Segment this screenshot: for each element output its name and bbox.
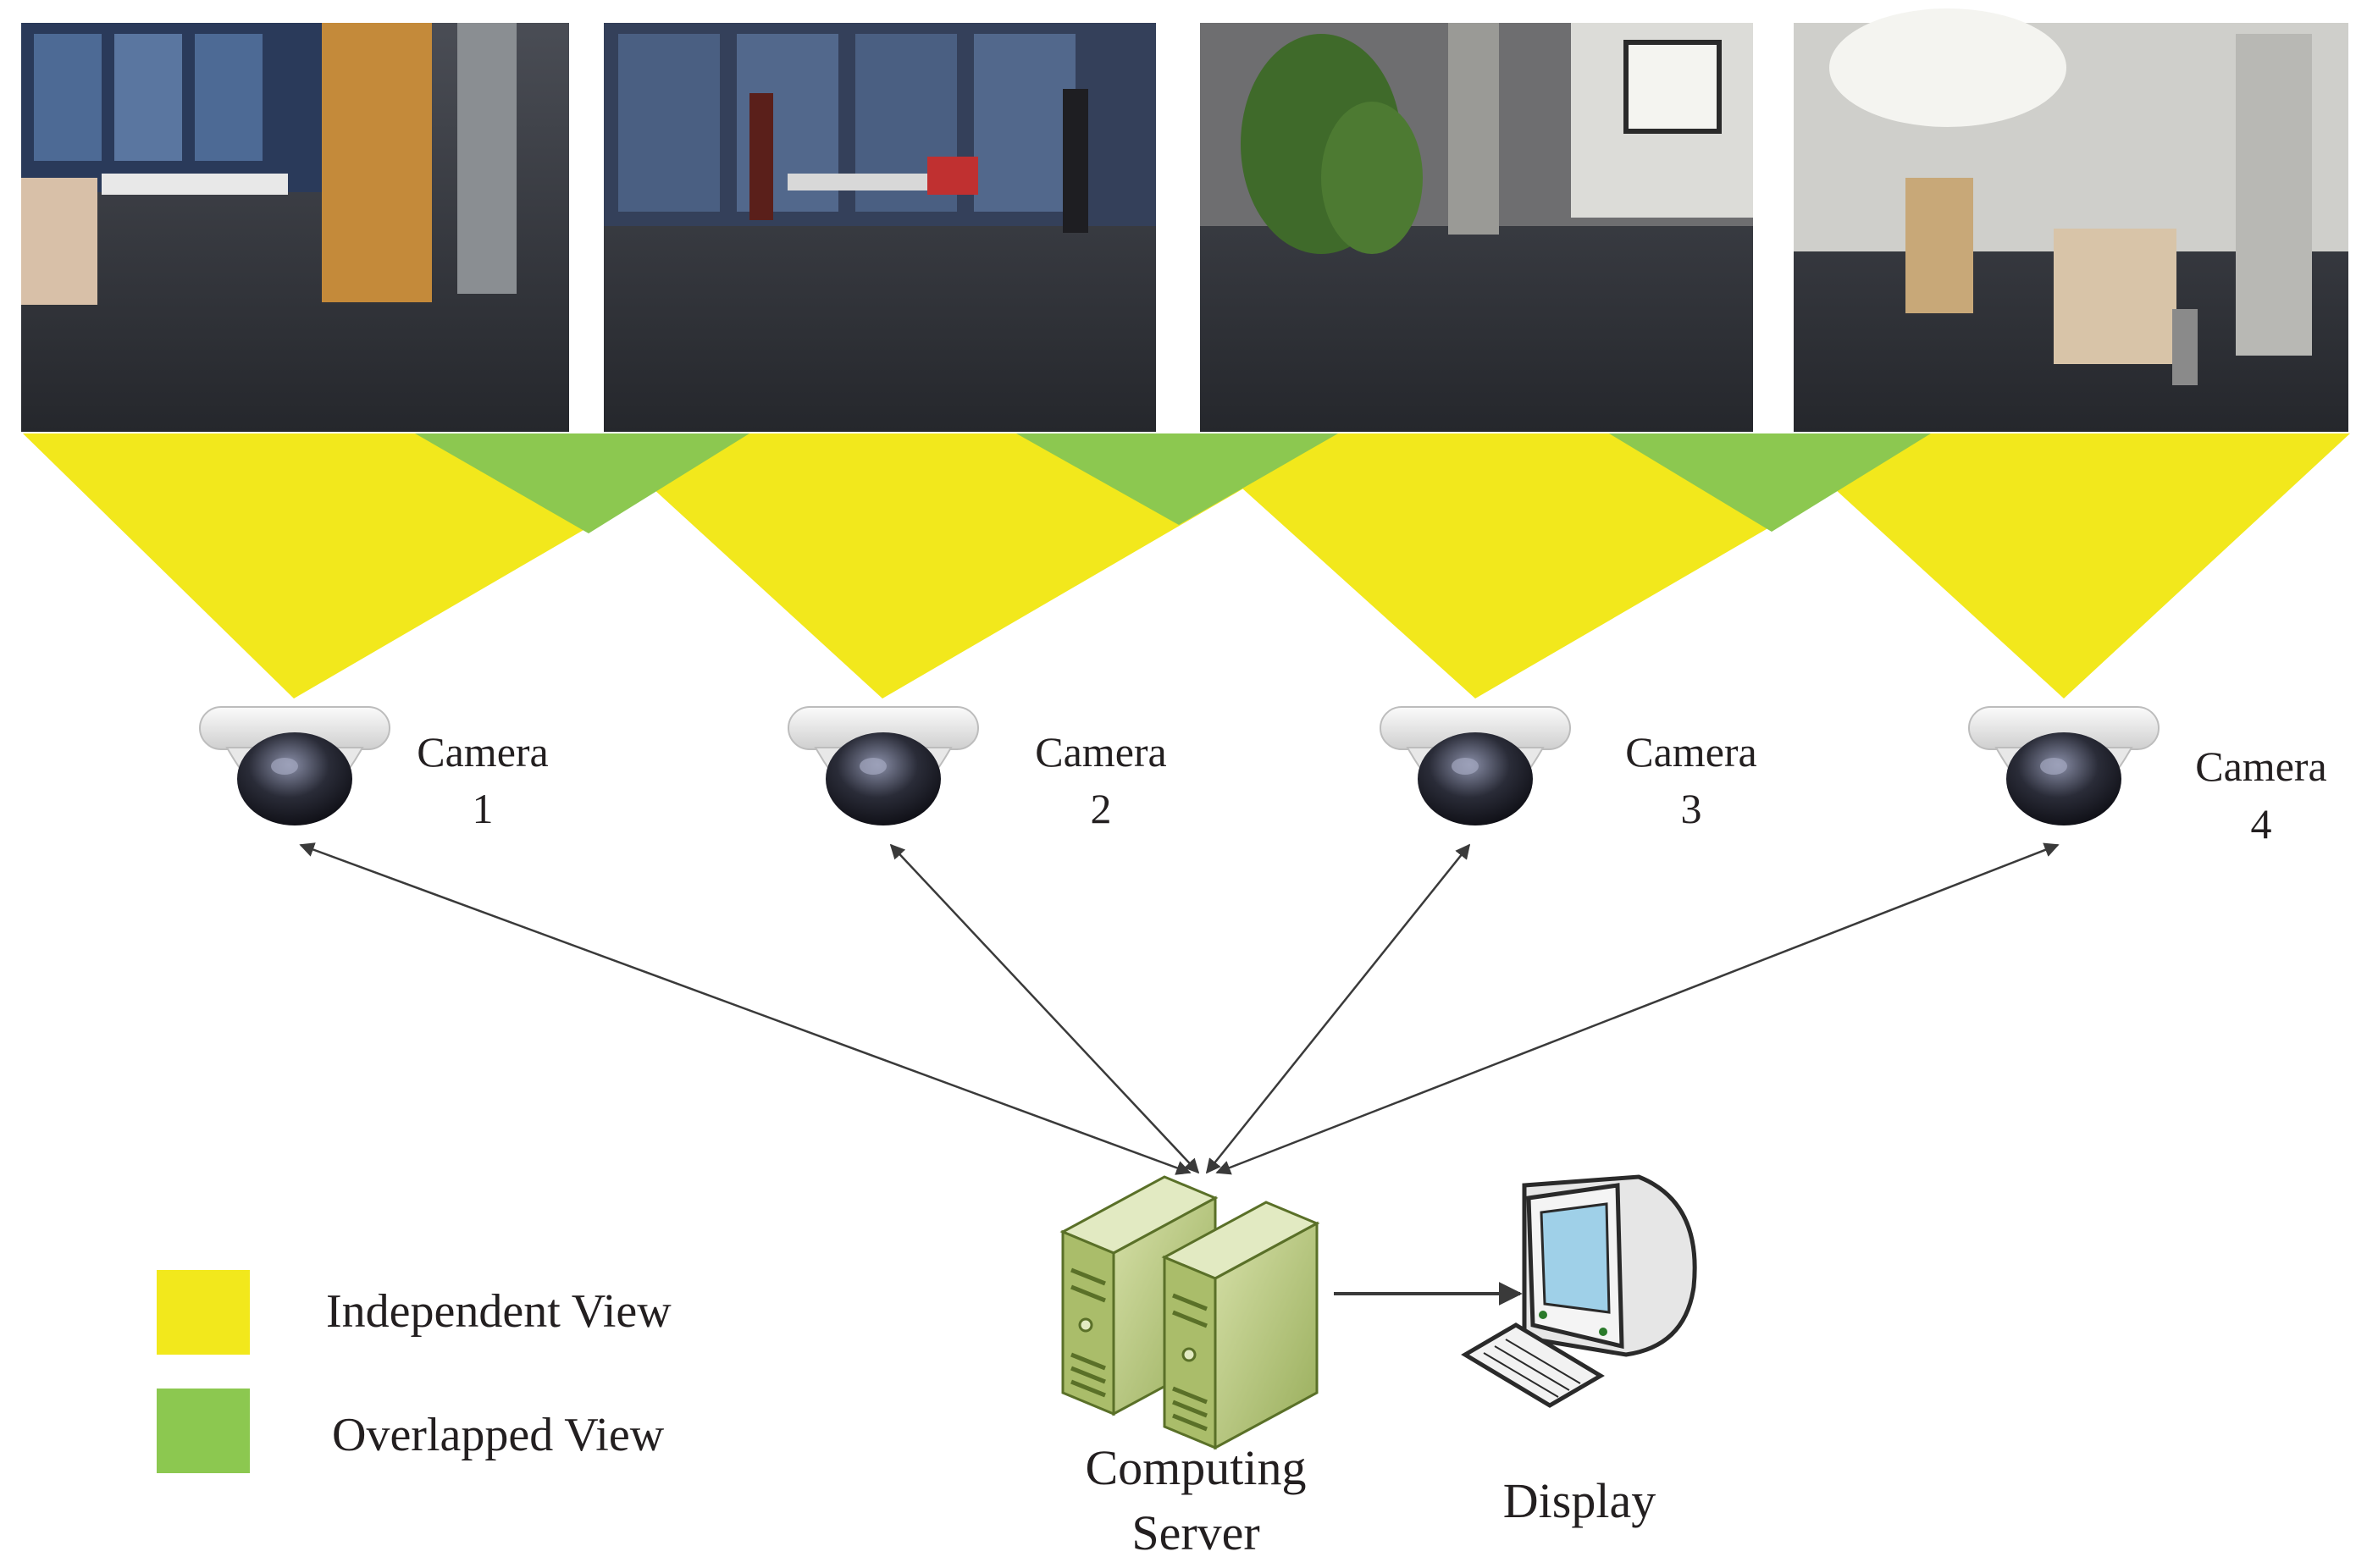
legend-label-independent: Independent View [326, 1285, 672, 1338]
legend: Independent View Overlapped View [157, 1270, 672, 1473]
dome-camera-icon [788, 706, 979, 825]
legend-swatch-overlapped [157, 1389, 250, 1473]
room-view-photo-2 [604, 23, 1156, 432]
camera-label-1: Camera [417, 728, 548, 776]
legend-label-overlapped: Overlapped View [332, 1409, 665, 1461]
camera-label-3: Camera [1625, 728, 1756, 776]
camera-label-2: Camera [1035, 728, 1166, 776]
room-view-photo-3 [1200, 23, 1753, 432]
camera-1: Camera 1 [199, 706, 549, 832]
camera-number-2: 2 [1091, 785, 1112, 832]
room-view-photo-4 [1794, 8, 2348, 432]
server-tower-icon [1059, 1175, 1320, 1450]
overlapped-view-area-2 [1016, 433, 1338, 525]
link-camera-2 [889, 843, 1200, 1174]
camera-number-1: 1 [473, 785, 494, 832]
link-camera-4 [1215, 842, 2060, 1175]
dome-camera-icon [199, 706, 390, 825]
room-view-photo-1 [21, 23, 569, 432]
computing-server: Computing Server [1059, 1175, 1320, 1560]
camera-number-4: 4 [2251, 800, 2272, 847]
display-label: Display [1503, 1473, 1656, 1528]
computer-monitor-icon [1461, 1174, 1697, 1408]
camera-2: Camera 2 [788, 706, 1167, 832]
overlapped-view-area-3 [1609, 433, 1931, 532]
overlapped-view-area-1 [415, 433, 749, 533]
camera-server-links [299, 842, 2060, 1175]
display: Display [1461, 1174, 1697, 1528]
camera-3: Camera 3 [1380, 706, 1757, 832]
link-camera-1 [299, 842, 1192, 1175]
independent-view-area-4 [1774, 433, 2350, 698]
dome-camera-icon [1380, 706, 1571, 825]
camera-label-4: Camera [2195, 743, 2326, 790]
server-label-line1: Computing [1085, 1440, 1306, 1495]
camera-4: Camera 4 [1968, 706, 2327, 847]
link-camera-3 [1205, 843, 1471, 1174]
camera-number-3: 3 [1681, 785, 1702, 832]
dome-camera-icon [1968, 706, 2160, 825]
legend-swatch-independent [157, 1270, 250, 1355]
server-label-line2: Server [1131, 1505, 1259, 1560]
